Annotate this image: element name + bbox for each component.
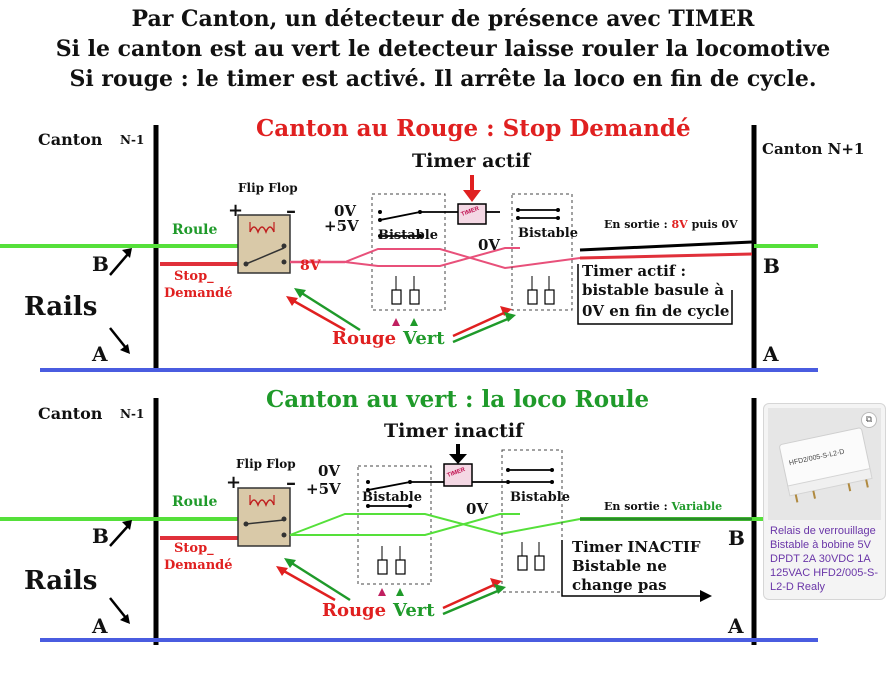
top-canton-left-n: N-1 xyxy=(120,133,145,147)
top-flipflop-coil xyxy=(249,226,275,235)
top-rails-label: Rails xyxy=(24,292,98,322)
top-output-red xyxy=(579,252,753,260)
bottom-vert-label: Vert xyxy=(393,600,435,621)
top-timer-box xyxy=(457,203,487,225)
bottom-bistable2-label: Bistable xyxy=(510,490,570,505)
top-note-line-1: Timer actif : xyxy=(582,262,687,280)
bottom-0v2-label: 0V xyxy=(466,500,489,518)
bottom-canton-left: Canton xyxy=(38,404,103,423)
top-timer-label: Timer actif xyxy=(412,150,531,172)
bottom-note-line-3: change pas xyxy=(572,576,667,594)
external-link-icon[interactable]: ⧉ xyxy=(861,412,877,428)
header-line-2: Si le canton est au vert le detecteur la… xyxy=(55,36,831,62)
bottom-demande-label: Demandé xyxy=(164,558,233,573)
top-section-title: Canton au Rouge : Stop Demandé xyxy=(256,115,691,142)
bottom-arrow-red-2 xyxy=(442,582,497,610)
bottom-bistable1-label: Bistable xyxy=(362,490,422,505)
top-arrow-green-2 xyxy=(452,316,511,344)
bottom-timer-label: Timer inactif xyxy=(384,420,524,442)
bottom-canton-left-n: N-1 xyxy=(120,407,145,421)
top-flipflop-label: Flip Flop xyxy=(238,181,298,195)
top-sortie-label: En sortie : 8V puis 0V xyxy=(604,218,738,231)
top-note-bracket xyxy=(577,264,733,325)
bottom-arrow-red-1 xyxy=(281,568,336,602)
relay-caption[interactable]: Relais de verrouillage Bistable à bobine… xyxy=(770,525,879,593)
top-arrow-red-1 xyxy=(291,298,346,332)
top-pink-wire-upper xyxy=(344,248,581,270)
bottom-sortie-prefix: En sortie : xyxy=(604,500,668,513)
top-rouge-label: Rouge xyxy=(332,328,397,349)
bottom-note-bracket xyxy=(561,540,700,597)
bottom-note-line-1: Timer INACTIF xyxy=(572,538,701,556)
header-line-1: Par Canton, un détecteur de présence ave… xyxy=(131,6,755,32)
top-output-black xyxy=(579,240,753,252)
top-sortie-suffix: puis 0V xyxy=(691,218,738,231)
top-minus-sign: – xyxy=(286,198,296,222)
top-flipflop-switch xyxy=(245,247,285,265)
top-note-line-2: bistable basule à xyxy=(582,281,724,299)
top-plus5v-label: +5V xyxy=(324,217,359,235)
top-stop-label: Stop_ xyxy=(174,269,214,284)
bottom-note-line-2: Bistable ne xyxy=(572,557,667,575)
top-a-right: A xyxy=(763,342,779,366)
top-pink-wire-lower xyxy=(344,247,520,267)
bottom-minus-sign: – xyxy=(286,470,296,494)
bottom-flipflop-label: Flip Flop xyxy=(236,457,296,471)
top-0v-label: 0V xyxy=(334,202,357,220)
bottom-stop-label: Stop_ xyxy=(174,541,214,556)
bottom-rails-label: Rails xyxy=(24,566,98,596)
top-arrow-red-2 xyxy=(452,310,507,338)
top-demande-label: Demandé xyxy=(164,286,233,301)
bottom-sortie-value: Variable xyxy=(671,500,723,513)
top-8v-label: 8V xyxy=(300,258,321,274)
bottom-a-left: A xyxy=(92,614,108,638)
bottom-b-left: B xyxy=(92,524,109,548)
bottom-a-right: A xyxy=(728,614,744,638)
bottom-bistable1-box xyxy=(357,465,432,585)
top-sortie-value: 8V xyxy=(671,218,688,231)
top-0v2-label: 0V xyxy=(478,236,501,254)
bottom-roule-label: Roule xyxy=(172,494,218,510)
relay-illustration: HFD2/005-S-L2-D xyxy=(768,408,881,520)
top-bistable2-label: Bistable xyxy=(518,226,578,241)
top-sortie-prefix: En sortie : xyxy=(604,218,668,231)
top-a-left: A xyxy=(92,342,108,366)
top-b-left: B xyxy=(92,252,109,276)
bottom-green-wire-lower xyxy=(290,513,520,536)
bottom-sortie-label: En sortie : Variable xyxy=(604,500,722,513)
bottom-arrow-green-1 xyxy=(289,560,351,602)
top-bistable2-box xyxy=(511,193,573,311)
bottom-green-wire-upper xyxy=(289,513,581,536)
relay-image: HFD2/005-S-L2-D ⧉ xyxy=(768,408,881,520)
relay-product-card[interactable]: HFD2/005-S-L2-D ⧉ Relais de verrouillage… xyxy=(763,403,886,600)
top-bistable1-label: Bistable xyxy=(378,228,438,243)
header-line-3: Si rouge : le timer est activé. Il arrêt… xyxy=(69,66,817,92)
bottom-0v-label: 0V xyxy=(318,462,341,480)
top-vert-label: Vert xyxy=(403,328,445,349)
bottom-arrow-green-2 xyxy=(442,588,501,616)
bottom-bistable2-box xyxy=(501,449,563,593)
top-arrow-green-1 xyxy=(299,290,361,332)
top-b-right: B xyxy=(763,254,780,278)
bottom-flipflop-box xyxy=(237,487,291,547)
top-canton-right: Canton N+1 xyxy=(762,140,865,158)
bottom-section-title: Canton au vert : la loco Roule xyxy=(266,386,650,413)
bottom-rouge-label: Rouge xyxy=(322,600,387,621)
top-plus-sign: + xyxy=(228,200,244,221)
top-note-line-3: 0V en fin de cycle xyxy=(582,302,730,320)
top-canton-left: Canton xyxy=(38,130,103,149)
bottom-b-right: B xyxy=(728,526,745,550)
top-roule-label: Roule xyxy=(172,222,218,238)
bottom-plus5v-label: +5V xyxy=(306,480,341,498)
bottom-plus-sign: + xyxy=(226,472,242,493)
